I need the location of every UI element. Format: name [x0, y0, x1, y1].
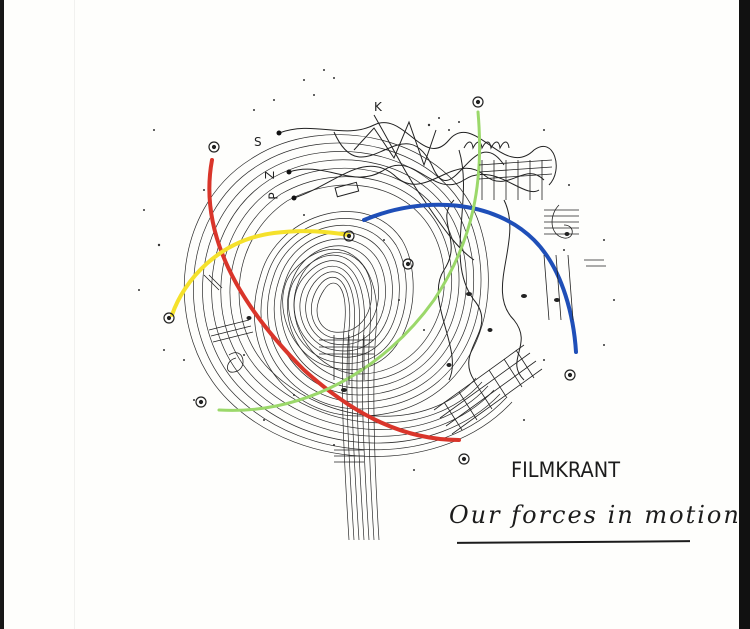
- swirl-staves: [183, 134, 513, 541]
- loops-line: [463, 141, 510, 150]
- notation-fragments: [203, 159, 606, 463]
- artwork-subtitle: Our forces in motion: [449, 501, 741, 529]
- zigzag-line: [353, 120, 437, 167]
- dark-background-edge: [739, 0, 750, 629]
- note-heads: [246, 232, 570, 392]
- page-fold: [74, 0, 75, 629]
- mark-p: P: [266, 192, 281, 200]
- tangled-lines: [278, 114, 557, 381]
- mark-z: Z: [263, 170, 278, 180]
- small-rectangle: [334, 181, 360, 198]
- yellow-arc: [170, 229, 351, 317]
- mark-s: S: [254, 135, 262, 149]
- artwork-title: FILMKRANT: [511, 458, 621, 482]
- paper-page: K S Z P FILMKRANT Our forces in motion: [4, 0, 739, 629]
- mark-k: K: [374, 100, 382, 114]
- green-arc: [217, 110, 482, 412]
- scattered-dots: [138, 69, 615, 471]
- red-arc: [207, 158, 461, 442]
- fretboard-sketch: [433, 344, 543, 435]
- circled-points: [163, 96, 576, 465]
- line-start-dots: [276, 130, 297, 201]
- graphic-score-drawing: [138, 69, 615, 541]
- blue-arc: [362, 202, 578, 354]
